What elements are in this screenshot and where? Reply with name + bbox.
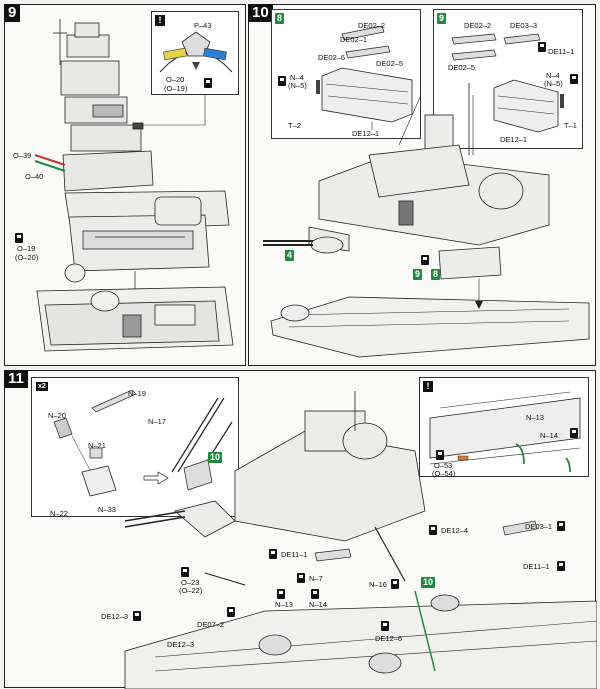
sub-assembly-tag: 8 <box>275 13 285 24</box>
part-label: N–13 <box>275 600 293 609</box>
gun-assembly-inset: x2 N–19 N–20 N–17 N–21 N–22 N–33 10 <box>31 377 239 518</box>
part-label: N–20 <box>48 411 66 420</box>
decal-icon <box>133 611 141 621</box>
part-label: N–14 <box>309 600 327 609</box>
decal-icon <box>227 607 235 617</box>
part-label: DE02–5 <box>448 63 476 72</box>
part-label: DE12–3 <box>167 640 195 649</box>
decal-icon <box>429 525 437 535</box>
part-label: N–21 <box>88 441 106 450</box>
part-label: DE02–6 <box>318 53 346 62</box>
part-label: DE02–1 <box>340 35 368 44</box>
part-label: O–53 <box>434 461 453 470</box>
part-label: DE03–3 <box>510 21 538 30</box>
decal-icon <box>278 76 286 86</box>
decal-icon <box>269 549 277 559</box>
part-label: DE03–1 <box>525 522 553 531</box>
sub-assembly-9-drawing <box>451 33 564 133</box>
part-label: N–19 <box>128 389 146 398</box>
step-11-ship-drawing <box>124 391 597 689</box>
step-ref-tag: 9 <box>413 269 423 280</box>
warning-icon: ! <box>423 381 433 392</box>
step-9-panel: 9 ! P–43 O–20 (O–19) <box>4 4 246 366</box>
part-label: DE02–5 <box>376 59 404 68</box>
part-label: N–17 <box>148 417 166 426</box>
part-label: (N–5) <box>288 81 307 90</box>
decal-icon <box>557 561 565 571</box>
step-ref-tag: 10 <box>208 452 223 463</box>
callout-part-label: P–43 <box>194 21 212 30</box>
part-label: N–4 <box>546 71 560 80</box>
step-11-panel: 11 x2 N–19 N–20 N–17 N–21 N–22 N–33 10 ! <box>4 370 597 689</box>
step-number: 10 <box>248 4 273 22</box>
decal-icon <box>557 521 565 531</box>
sub-assembly-8-box: 8 DE02–1 DE02–2 DE02–6 DE02–5 N–4 (N–5) … <box>271 9 421 139</box>
decal-icon <box>15 233 23 243</box>
part-label-o40: O–40 <box>25 172 44 181</box>
decal-icon <box>538 42 546 52</box>
gun-assembly-drawing <box>53 389 233 497</box>
part-label: DE11–1 <box>523 562 550 571</box>
part-label: DE12–6 <box>375 634 403 643</box>
part-label: O–23 <box>181 578 200 587</box>
step-10-panel: 10 8 DE02–1 DE02–2 DE02–6 DE02–5 N–4 (N–… <box>248 4 596 366</box>
decal-icon <box>204 78 212 88</box>
step-ref-tag: 8 <box>431 269 441 280</box>
part-label: T–2 <box>288 121 301 130</box>
decal-icon <box>311 589 319 599</box>
sub-assembly-tag: 9 <box>437 13 447 24</box>
part-label: DE12–3 <box>101 612 129 621</box>
part-label: N–7 <box>309 574 323 583</box>
part-label: N–13 <box>526 413 544 422</box>
part-label: DE02–2 <box>358 21 386 30</box>
decal-icon <box>277 589 285 599</box>
callout-box: ! P–43 O–20 (O–19) <box>151 11 239 95</box>
railing-detail-inset: ! N–13 N–14 O–53 (O–54) <box>419 377 589 478</box>
part-label-o20: (O–20) <box>15 253 39 262</box>
step-ref-tag: 4 <box>285 250 295 261</box>
part-label-o39: O–39 <box>13 151 32 160</box>
part-label: DE12–1 <box>500 135 528 144</box>
callout-illustration <box>159 31 233 73</box>
part-label-o19: O–19 <box>17 244 36 253</box>
decal-icon <box>570 428 578 438</box>
part-label-o19: (O–19) <box>164 84 188 93</box>
step-10-ship-drawing <box>263 83 590 358</box>
decal-icon <box>436 450 444 460</box>
part-label: N–16 <box>369 580 387 589</box>
sub-assembly-9-box: 9 DE02–2 DE03–3 DE11–1 DE02–5 N–4 (N–5) … <box>433 9 583 149</box>
part-label: (O–22) <box>179 586 203 595</box>
quantity-badge: x2 <box>36 382 48 391</box>
decal-icon <box>391 579 399 589</box>
part-label: DE12–4 <box>441 526 469 535</box>
decal-icon <box>381 621 389 631</box>
part-label: (N–5) <box>544 79 563 88</box>
decal-icon <box>421 255 429 265</box>
decal-icon <box>570 74 578 84</box>
step-number: 11 <box>4 370 28 388</box>
part-label: N–33 <box>98 505 116 514</box>
part-label: DE02–2 <box>464 21 492 30</box>
part-label: N–4 <box>290 73 304 82</box>
part-label: N–14 <box>540 431 558 440</box>
part-label: DE07–2 <box>197 620 225 629</box>
part-label: DE11–1 <box>548 47 575 56</box>
part-label: DE11–1 <box>281 550 308 559</box>
decal-icon <box>181 567 189 577</box>
warning-icon: ! <box>155 15 165 26</box>
step-9-drawing <box>34 19 234 352</box>
railing-detail-drawing <box>429 391 581 473</box>
step-ref-tag: 10 <box>421 577 436 588</box>
part-label: (O–54) <box>432 469 456 478</box>
part-label: T–1 <box>564 121 577 130</box>
part-label-o20: O–20 <box>166 75 185 84</box>
part-label: N–22 <box>50 509 68 518</box>
sub-assembly-8-drawing <box>316 25 413 130</box>
part-label: DE12–1 <box>352 129 380 138</box>
step-number: 9 <box>4 4 21 22</box>
decal-icon <box>297 573 305 583</box>
